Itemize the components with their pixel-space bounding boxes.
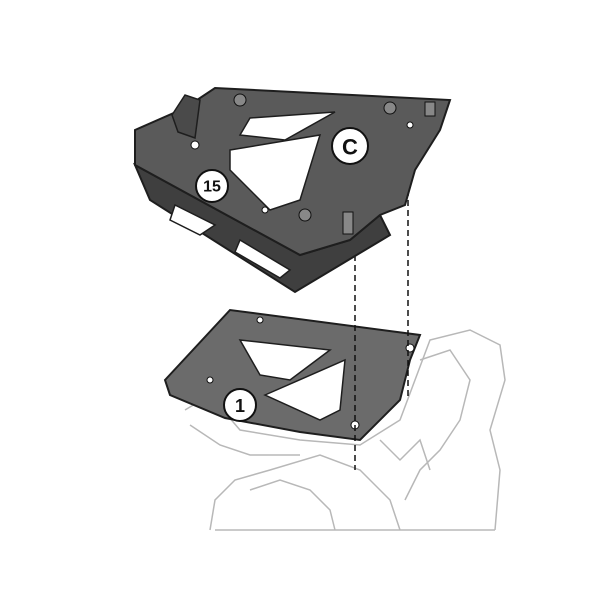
callout-c-label: C bbox=[342, 135, 358, 160]
callout-c: C bbox=[331, 127, 369, 165]
motorcycle-rear-outline bbox=[184, 329, 506, 531]
top-rack bbox=[132, 86, 452, 294]
callout-1: 1 bbox=[223, 388, 257, 422]
base-plate bbox=[163, 308, 422, 442]
callout-15: 15 bbox=[195, 169, 229, 203]
callout-1-label: 1 bbox=[235, 396, 245, 416]
callout-15-label: 15 bbox=[203, 179, 221, 196]
